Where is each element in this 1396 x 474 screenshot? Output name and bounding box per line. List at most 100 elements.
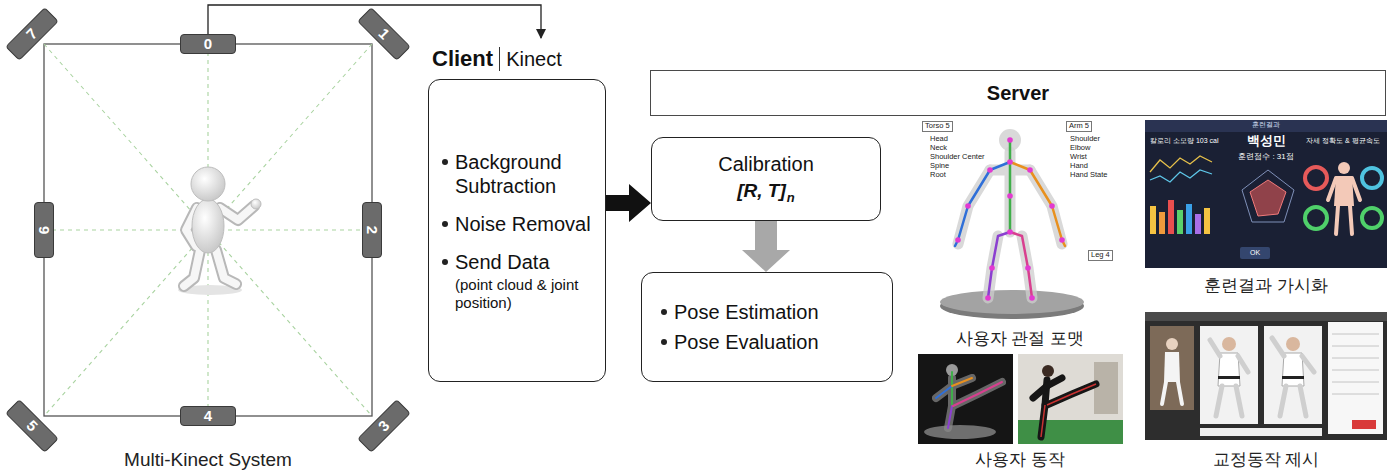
text-group: 2 (363, 226, 381, 234)
joint-label: Elbow (1070, 144, 1090, 153)
user-photo (1018, 354, 1123, 444)
node-text: Server (987, 82, 1049, 104)
user-photo (1047, 384, 1096, 405)
joint-label: Neck (930, 144, 947, 153)
bullet-dot (661, 309, 667, 315)
user-figure (220, 206, 254, 220)
skeleton-illustration (1007, 159, 1013, 165)
guide-lines (44, 44, 372, 416)
user-figure (184, 250, 200, 286)
guide-lines (44, 44, 372, 416)
sensor-number: 4 (204, 407, 212, 424)
text-line: 6 (35, 226, 53, 234)
bullet-dot (442, 221, 448, 227)
text-group: ClientKinect (428, 38, 606, 75)
screen-text: 칼로리 소모량 103 cal (1150, 137, 1218, 145)
training-result-screen (1338, 162, 1350, 174)
correction-screen (1210, 337, 1314, 416)
skeleton-illustration (988, 232, 1010, 298)
joint-label: Root (930, 171, 946, 180)
bullet-dot (442, 159, 448, 165)
room-outline (44, 44, 372, 416)
user-figure (191, 167, 225, 201)
bullet-dot (442, 259, 448, 265)
sensor-number: 2 (364, 226, 381, 234)
joint-label: Head (930, 135, 948, 144)
joint-group-label: Torso 5 (922, 121, 953, 132)
skeleton-illustration (1007, 229, 1013, 235)
skeleton-illustration (987, 167, 993, 173)
training-result-screen (1150, 206, 1156, 234)
text-line: n (787, 188, 795, 206)
user-figure (251, 199, 261, 209)
node-text: Calibration (718, 153, 814, 175)
text-line: Background Subtraction (439, 150, 597, 198)
text-line: 7 (23, 25, 42, 44)
skeleton-illustration (1007, 193, 1013, 199)
text-line: Send Data (439, 250, 597, 274)
motion-capture-view (918, 354, 1013, 444)
text-line: 2 (363, 226, 381, 234)
skeleton-illustration (1059, 237, 1065, 243)
user-figure (216, 250, 236, 284)
correction-screen (1264, 326, 1322, 424)
training-result-screen (1242, 170, 1294, 222)
correction-screen (1332, 334, 1379, 335)
training-result-screen (1305, 167, 1327, 189)
caption: 훈련결과 가시화 (1204, 276, 1328, 296)
sensor-number: 6 (35, 226, 52, 234)
sensor-number: 0 (204, 35, 212, 52)
text-line: 1 (375, 25, 394, 44)
block-arrow (606, 184, 651, 222)
training-result-screen (1177, 210, 1183, 234)
training-result-screen (1159, 212, 1165, 234)
bullet-dot (661, 339, 667, 345)
skeleton-illustration (1049, 203, 1055, 209)
motion-capture-view (951, 372, 953, 406)
text-line: 4 (204, 407, 212, 425)
block-arrow (742, 221, 790, 272)
text-line: Pose Estimation (658, 300, 882, 324)
training-result-screen (1150, 170, 1212, 182)
user-figure (178, 167, 261, 295)
text-line: 5 (23, 417, 42, 436)
caption: Multi-Kinect System (124, 449, 292, 471)
correction-screen (1164, 352, 1180, 382)
kinect-sensor: 6 (34, 202, 54, 258)
training-result-screen (1145, 120, 1387, 268)
skeleton-illustration (955, 137, 1065, 301)
user-photo (1041, 384, 1096, 437)
user-figure (216, 250, 236, 284)
skeleton-illustration (1029, 295, 1035, 301)
room-outline (44, 44, 372, 416)
user-photo (1047, 378, 1062, 386)
screen-text: 자세 정확도 & 평균속도 (1306, 137, 1380, 145)
motion-capture-view (936, 372, 1002, 428)
training-result-screen (1240, 247, 1270, 259)
node-text: Send Data (455, 251, 550, 273)
correction-screen (1150, 326, 1194, 410)
training-result-screen (1145, 120, 1387, 132)
correction-screen (1328, 322, 1383, 434)
training-result-screen (1362, 168, 1382, 188)
text-line: 0 (204, 35, 212, 53)
training-result-screen (1328, 178, 1360, 234)
joint-group-label: Arm 5 (1066, 121, 1092, 132)
text-group: Pose EstimationPose Evaluation (658, 300, 882, 354)
training-result-screen (1168, 200, 1174, 234)
skeleton-illustration (955, 162, 1010, 246)
user-figure (192, 199, 224, 253)
skeleton-illustration (989, 265, 995, 271)
motion-capture-view (936, 386, 952, 398)
node-text: Client (432, 46, 493, 71)
text-line: (point cloud & joint position) (439, 276, 597, 312)
correction-screen (1272, 338, 1314, 416)
server-band: Server (650, 70, 1386, 116)
text-line: [R, T] (737, 180, 786, 203)
correction-screen (1222, 337, 1236, 351)
node-text: (point cloud & joint position) (455, 276, 578, 311)
correction-screen (1218, 376, 1240, 379)
correction-screen (1332, 346, 1379, 347)
motion-capture-view (936, 378, 1002, 428)
